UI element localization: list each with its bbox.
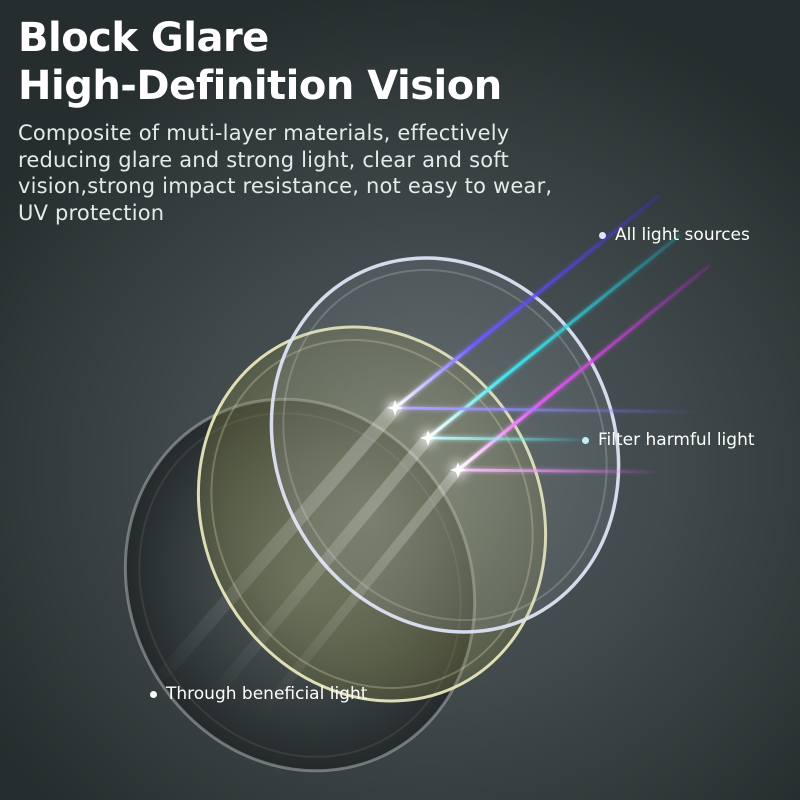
bullet-dot-icon (599, 231, 606, 239)
headline: Block Glare High-Definition Vision (18, 14, 502, 110)
label-through-beneficial-light: Through beneficial light (150, 684, 367, 704)
description-line-2: reducing glare and strong light, clear a… (18, 147, 509, 172)
description: Composite of muti-layer materials, effec… (18, 120, 618, 226)
description-line-4: UV protection (18, 200, 165, 225)
incoming-light-rays (393, 193, 712, 472)
label-filter-harmful-light: Filter harmful light (582, 430, 755, 450)
label-all-light-sources-text: All light sources (615, 225, 750, 245)
exit-ray-magenta (460, 468, 661, 474)
ray-cyan (426, 233, 682, 440)
filtered-light-rays (397, 406, 701, 474)
beneficial-light-beams (143, 401, 463, 720)
headline-line-2: High-Definition Vision (18, 63, 502, 109)
label-filter-harmful-light-text: Filter harmful light (598, 430, 755, 450)
label-through-beneficial-light-text: Through beneficial light (166, 684, 368, 704)
ray-blue (393, 193, 662, 410)
impact-sparkles (386, 399, 467, 479)
headline-line-1: Block Glare (18, 15, 269, 61)
label-all-light-sources: All light sources (599, 225, 750, 245)
bullet-dot-icon (150, 690, 157, 698)
exit-ray-cyan (430, 436, 591, 442)
bullet-dot-icon (582, 436, 589, 444)
description-line-3: vision,strong impact resistance, not eas… (18, 174, 553, 198)
ray-magenta (456, 263, 712, 472)
description-line-1: Composite of muti-layer materials, effec… (18, 121, 510, 145)
exit-ray-blue (397, 406, 701, 414)
